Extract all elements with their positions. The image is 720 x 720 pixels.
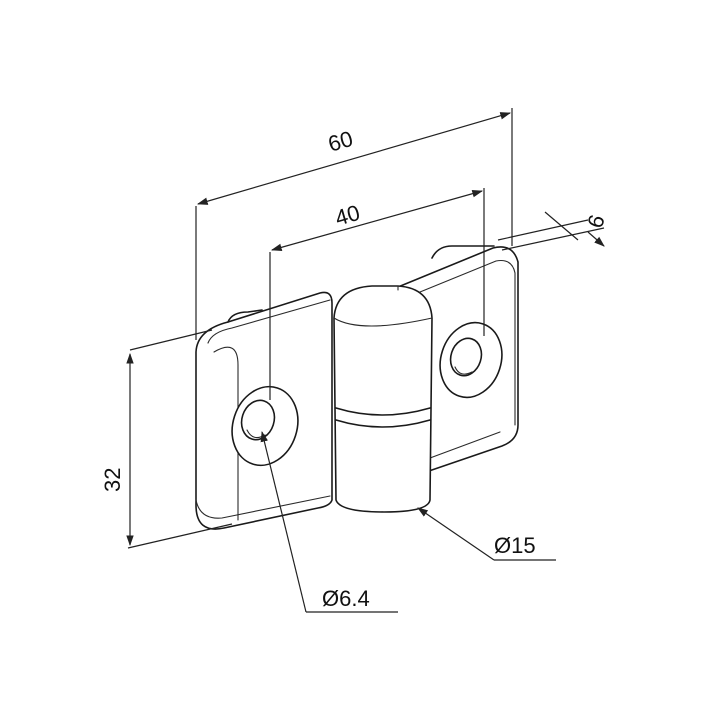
dim-label-6: 6: [582, 212, 610, 231]
right-mounting-hole: [439, 321, 503, 399]
dim-label-pin-diameter: Ø15: [494, 533, 536, 558]
dimension-thickness: 6: [497, 211, 610, 251]
callout-hole-diameter: Ø6.4: [260, 430, 398, 613]
dim-label-60: 60: [325, 126, 355, 157]
dimension-height: 32: [100, 329, 233, 549]
dim-label-32: 32: [100, 468, 125, 492]
hinge-knuckle: [333, 285, 433, 513]
callout-pin-diameter: Ø15: [417, 507, 556, 561]
left-mounting-hole: [231, 385, 299, 467]
dim-label-hole-diameter: Ø6.4: [322, 586, 370, 611]
